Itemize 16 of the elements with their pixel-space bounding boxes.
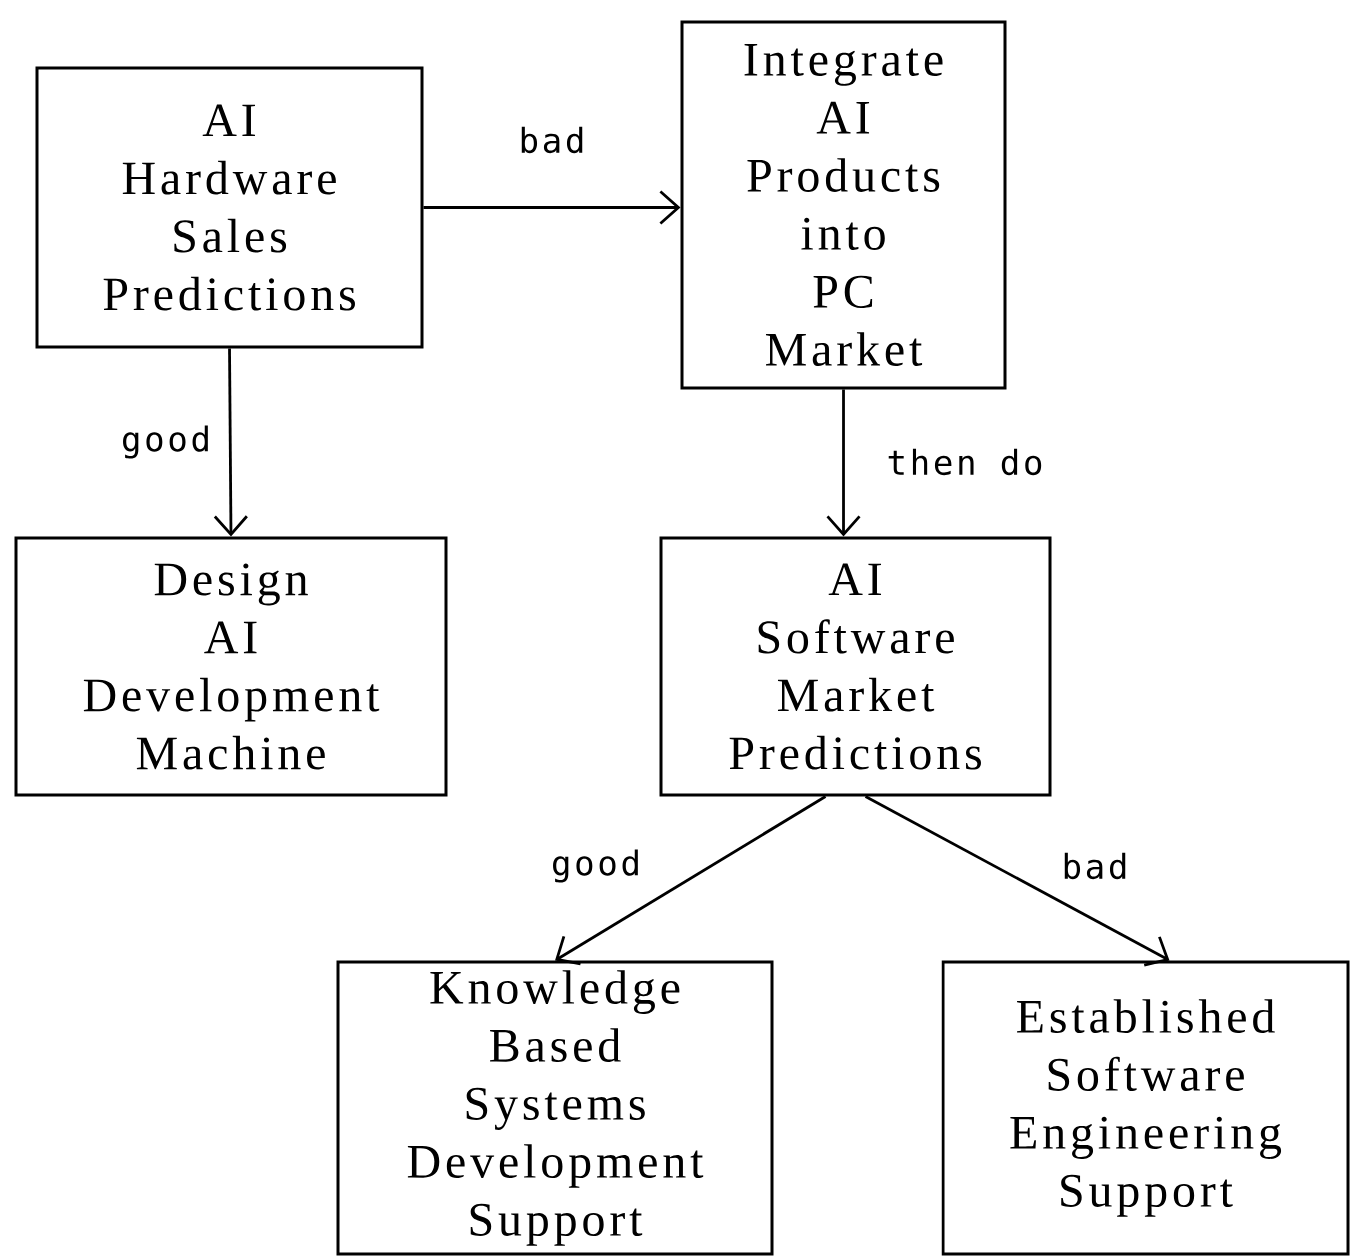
process-box: AI Hardware Sales Predictions (35, 66, 424, 349)
edge-label: bad (1059, 850, 1131, 882)
edge-label: good (119, 423, 213, 461)
arrow (213, 348, 248, 537)
process-box: Integrate AI Products into PC Market (680, 20, 1007, 390)
edge-label: good (549, 847, 644, 885)
process-box: AI Software Market Predictions (659, 536, 1052, 797)
arrow (864, 795, 1170, 967)
edge-label: bad (516, 124, 588, 156)
process-box: Knowledge Based Systems Development Support (336, 960, 774, 1256)
process-box: Established Software Engineering Support (941, 960, 1350, 1256)
process-box: Design AI Development Machine (14, 536, 448, 797)
arrow (826, 389, 861, 537)
edge-label: then do (884, 446, 1046, 478)
arrow (423, 190, 681, 225)
arrow (555, 795, 827, 966)
